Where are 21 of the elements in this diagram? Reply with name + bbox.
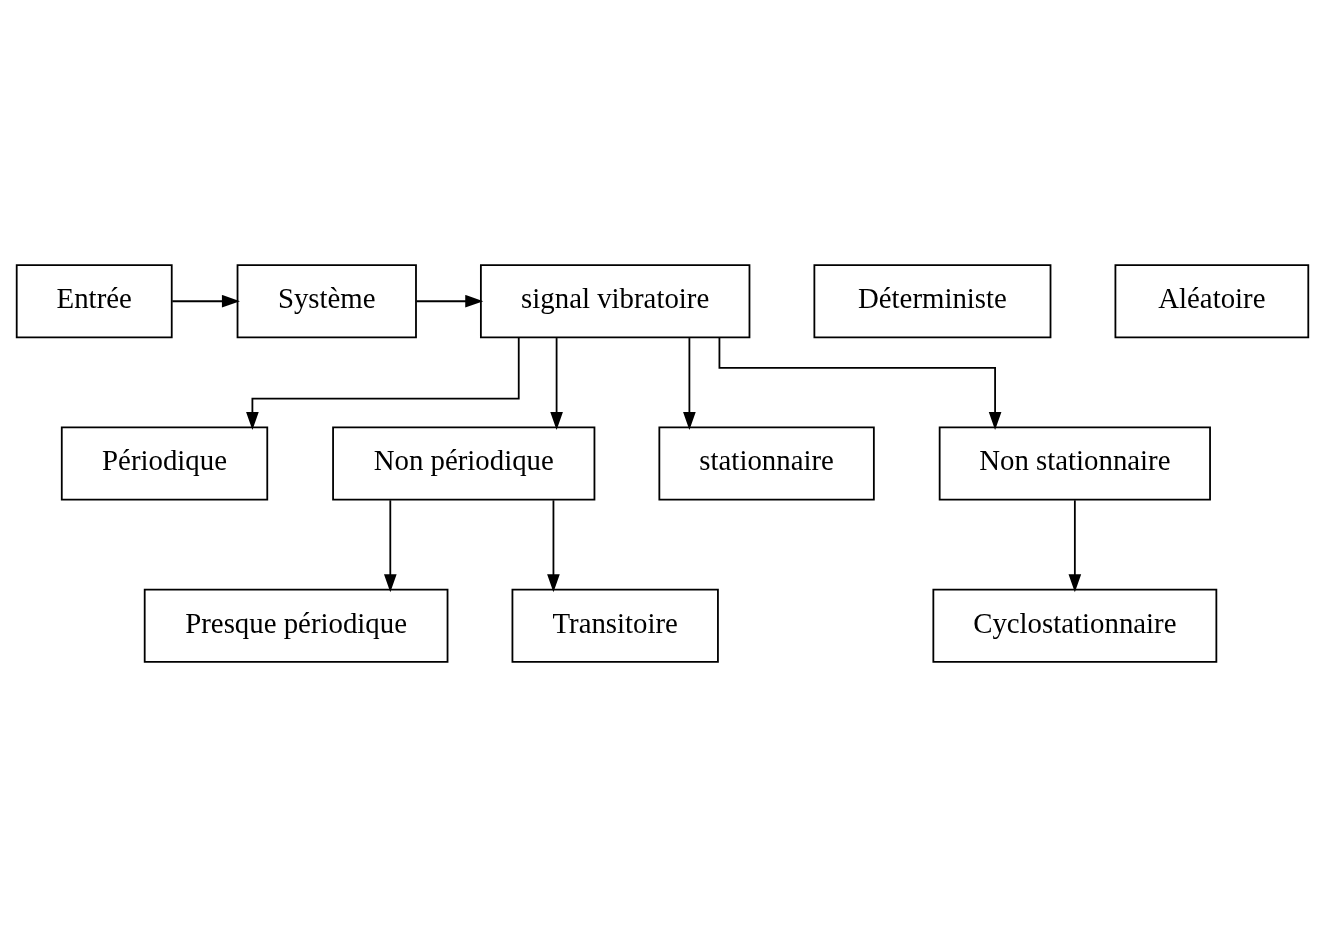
node-box: Transitoire: [511, 588, 719, 663]
arrow: [718, 336, 1002, 431]
node-box: Non périodique: [332, 426, 596, 501]
node-box: Déterministe: [813, 264, 1052, 339]
node-box: signal vibratoire: [480, 264, 751, 339]
node-box: Presque périodique: [143, 588, 449, 663]
arrow: [683, 337, 696, 431]
arrow: [246, 336, 520, 430]
arrow: [550, 337, 563, 431]
arrow: [547, 499, 560, 593]
node-box: Non stationnaire: [938, 426, 1211, 501]
arrow: [1068, 499, 1082, 593]
node-box: stationnaire: [658, 426, 875, 501]
node-box: Entrée: [15, 264, 173, 339]
arrow: [415, 294, 484, 308]
node-box: Aléatoire: [1114, 264, 1310, 339]
node-box: Système: [236, 264, 417, 339]
node-box: Cyclostationnaire: [932, 588, 1218, 663]
arrow: [171, 294, 240, 308]
node-box: Périodique: [60, 426, 269, 501]
arrow: [384, 499, 397, 593]
